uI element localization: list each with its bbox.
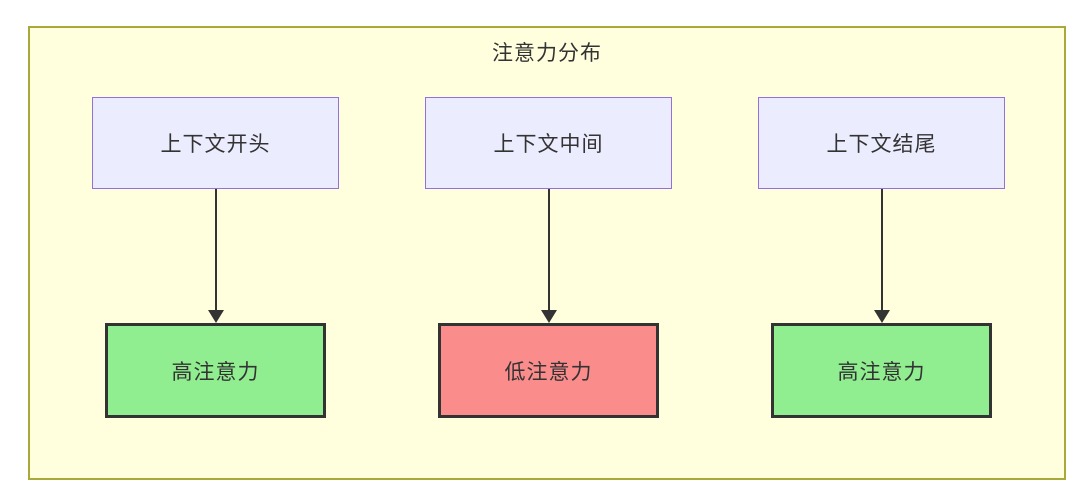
- arrow-context-middle: [540, 189, 557, 323]
- flow-column-context-start: 上下文开头 高注意力: [92, 97, 339, 418]
- flow-column-context-middle: 上下文中间 低注意力: [425, 97, 672, 418]
- arrow-context-end: [873, 189, 890, 323]
- arrow-context-start: [207, 189, 224, 323]
- node-low-attention: 低注意力: [438, 323, 659, 418]
- node-high-attention-right-label: 高注意力: [837, 360, 926, 384]
- arrow-line: [547, 189, 550, 310]
- node-low-attention-label: 低注意力: [504, 360, 593, 384]
- diagram-title: 注意力分布: [492, 42, 602, 65]
- diagram-canvas: 注意力分布 上下文开头 高注意力 上下文中间 低注意力 上下文结尾: [28, 26, 1066, 480]
- node-context-start: 上下文开头: [92, 97, 339, 189]
- node-high-attention-right: 高注意力: [771, 323, 992, 418]
- arrow-line: [880, 189, 883, 310]
- node-context-end-label: 上下文结尾: [826, 133, 937, 156]
- node-context-start-label: 上下文开头: [160, 133, 271, 156]
- node-context-end: 上下文结尾: [758, 97, 1005, 189]
- node-context-middle-label: 上下文中间: [493, 133, 604, 156]
- flow-column-context-end: 上下文结尾 高注意力: [758, 97, 1005, 418]
- arrowhead-down-icon: [207, 310, 224, 323]
- arrow-line: [214, 189, 217, 310]
- node-high-attention-left: 高注意力: [105, 323, 326, 418]
- node-context-middle: 上下文中间: [425, 97, 672, 189]
- arrowhead-down-icon: [540, 310, 557, 323]
- arrowhead-down-icon: [873, 310, 890, 323]
- node-high-attention-left-label: 高注意力: [171, 360, 260, 384]
